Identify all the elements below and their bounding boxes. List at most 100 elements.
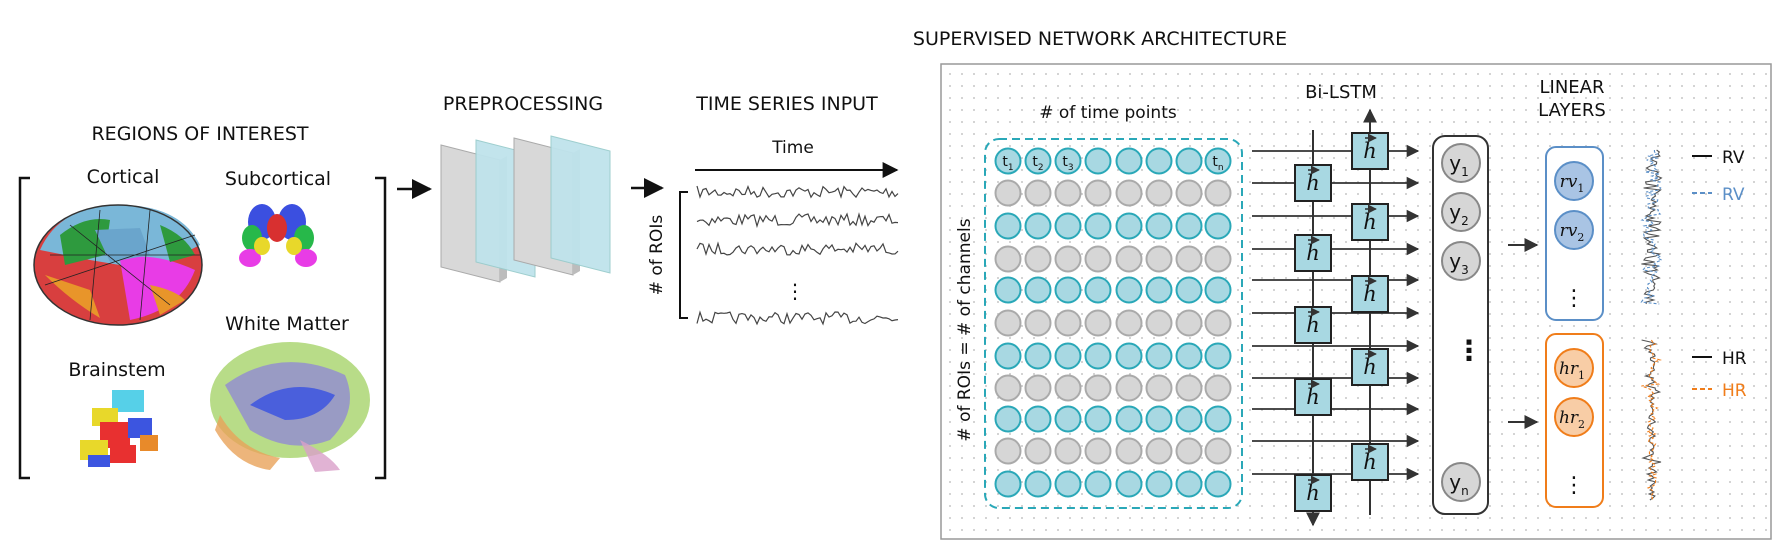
input-node [1175,405,1203,433]
input-node [1024,374,1052,402]
input-node [1145,276,1173,304]
input-node [1175,212,1203,240]
rv-node [1554,161,1594,201]
input-node [1145,405,1173,433]
input-node [1115,470,1143,498]
brainstem-image [80,390,158,467]
input-node [1175,342,1203,370]
input-node [1054,470,1082,498]
time-series-trace [696,184,899,199]
network-panel: SUPERVISED NETWORK ARCHITECTURE # of tim… [913,28,1772,540]
input-node [994,374,1022,402]
hidden-state-symbol: h [1306,481,1320,505]
input-node [1204,437,1232,465]
input-node [1054,437,1082,465]
time-series-panel: TIME SERIES INPUT Time # of ROIs ⋮ [647,93,899,326]
rois-right-bracket [375,176,387,480]
input-node [1115,374,1143,402]
input-node [1115,437,1143,465]
time-series-traces [696,184,899,326]
input-node [994,342,1022,370]
input-node [1145,470,1173,498]
input-node [1175,309,1203,337]
hr-node [1554,348,1594,388]
y-output-label: y1 [1449,151,1468,179]
input-node [1204,147,1232,175]
rv-node-label: rv2 [1560,221,1585,244]
input-node [1084,179,1112,207]
linear-title-line2: LAYERS [1538,100,1606,121]
input-node [1024,437,1052,465]
input-node [1115,309,1143,337]
time-point-label: t3 [1062,154,1073,173]
y-output-label: yn [1449,470,1468,498]
input-node [1204,405,1232,433]
white-matter-label: White Matter [225,313,349,335]
hidden-state-symbol: h [1363,282,1377,306]
input-node [1084,405,1112,433]
input-node [1204,374,1232,402]
y-output-node [1441,462,1481,502]
rv-predicted-signal [1640,149,1663,305]
input-node [1054,179,1082,207]
input-node [1084,437,1112,465]
time-series-trace [696,212,899,229]
time-points-label: # of time points [1039,103,1177,123]
input-node [1024,212,1052,240]
preprocessing-title: PREPROCESSING [443,93,603,115]
hr-node [1554,397,1594,437]
input-node [1115,179,1143,207]
input-node [1115,405,1143,433]
input-node [1054,276,1082,304]
input-node [1175,245,1203,273]
input-node [994,179,1022,207]
white-matter-image [210,342,370,472]
input-matrix-box [984,138,1243,509]
legend-rv-true: RV [1722,148,1745,168]
y-output-ellipsis: ⋮ [1455,334,1483,367]
backward-lstm-cell [1351,203,1389,241]
input-node [1115,147,1143,175]
input-node [1204,309,1232,337]
rois-panel: REGIONS OF INTEREST Cortical Subcortical… [18,123,387,480]
time-series-trace [696,241,899,257]
preprocessing-layer-4 [550,135,611,274]
input-node [1145,342,1173,370]
channels-label: # of ROIs = # of channels [955,218,975,441]
input-node [1115,245,1143,273]
input-node [1054,147,1082,175]
rois-left-bracket [18,176,30,480]
input-node [1024,405,1052,433]
input-node [1115,212,1143,240]
linear-title-line1: LINEAR [1540,77,1605,98]
y-output-node [1441,192,1481,232]
time-series-ellipsis: ⋮ [785,279,805,303]
input-node [1054,405,1082,433]
bilstm-label: Bi-LSTM [1305,82,1377,103]
input-node [1175,437,1203,465]
input-node [1145,147,1173,175]
input-node [1145,212,1173,240]
input-node [1084,374,1112,402]
input-node [1145,245,1173,273]
input-node [1024,342,1052,370]
hidden-state-symbol: h [1363,139,1377,163]
input-node [1054,245,1082,273]
rois-axis-label: # of ROIs [647,215,667,296]
y-output-node [1441,143,1481,183]
legend-hr-true: HR [1722,349,1747,369]
input-node [1054,374,1082,402]
input-node [1084,309,1112,337]
input-node [1204,245,1232,273]
rv-node [1554,210,1594,250]
input-node [1175,179,1203,207]
rv-layer-ellipsis: ⋮ [1563,286,1585,311]
input-node [1175,147,1203,175]
input-node [1175,276,1203,304]
hr-node-label: hr1 [1559,359,1585,382]
input-node [994,309,1022,337]
time-series-trace [696,310,899,326]
input-node [994,470,1022,498]
